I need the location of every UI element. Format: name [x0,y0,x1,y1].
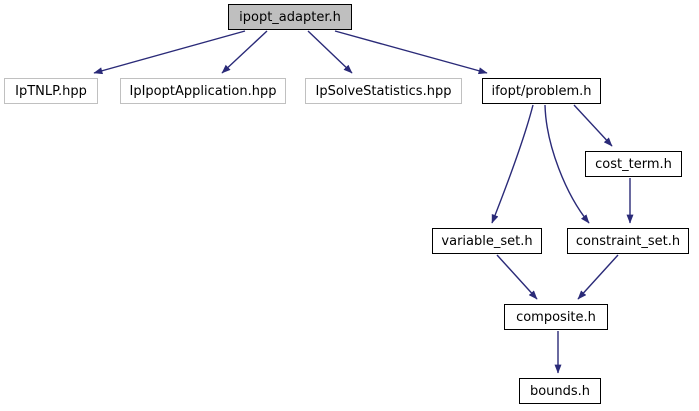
node-label: bounds.h [529,383,591,399]
node-ipipoptapplication[interactable]: IpIpoptApplication.hpp [120,78,286,104]
node-label: IpIpoptApplication.hpp [129,83,277,99]
node-label: ipopt_adapter.h [239,9,341,25]
node-ipopt-adapter[interactable]: ipopt_adapter.h [228,4,352,30]
node-label: IpTNLP.hpp [15,83,87,99]
node-label: composite.h [516,309,596,325]
edge-variable-set-to-composite [496,254,538,300]
edge-problem-to-cost-term [573,104,613,147]
edge-constraint-set-to-composite [577,254,619,300]
node-constraint-set[interactable]: constraint_set.h [567,228,689,254]
edge-ipopt-adapter-to-problem [334,30,488,75]
edge-problem-to-variable-set [491,104,534,224]
node-label: ifopt/problem.h [491,83,592,99]
edge-problem-to-constraint-set [544,104,590,224]
node-iptnlp[interactable]: IpTNLP.hpp [4,78,98,104]
edge-ipopt-adapter-to-ipsolvestatistics [307,30,353,74]
node-variable-set[interactable]: variable_set.h [432,228,542,254]
node-ipsolvestatistics[interactable]: IpSolveStatistics.hpp [305,78,462,104]
node-label: variable_set.h [441,233,533,249]
node-label: cost_term.h [595,156,672,172]
edge-ipopt-adapter-to-iptnlp [93,30,246,75]
node-ifopt-problem[interactable]: ifopt/problem.h [482,78,601,104]
node-cost-term[interactable]: cost_term.h [585,151,682,177]
node-label: IpSolveStatistics.hpp [315,83,452,99]
node-bounds[interactable]: bounds.h [519,378,601,404]
node-label: constraint_set.h [575,233,681,249]
node-composite[interactable]: composite.h [504,304,608,330]
edge-ipopt-adapter-to-ipipoptapplication [221,30,268,74]
